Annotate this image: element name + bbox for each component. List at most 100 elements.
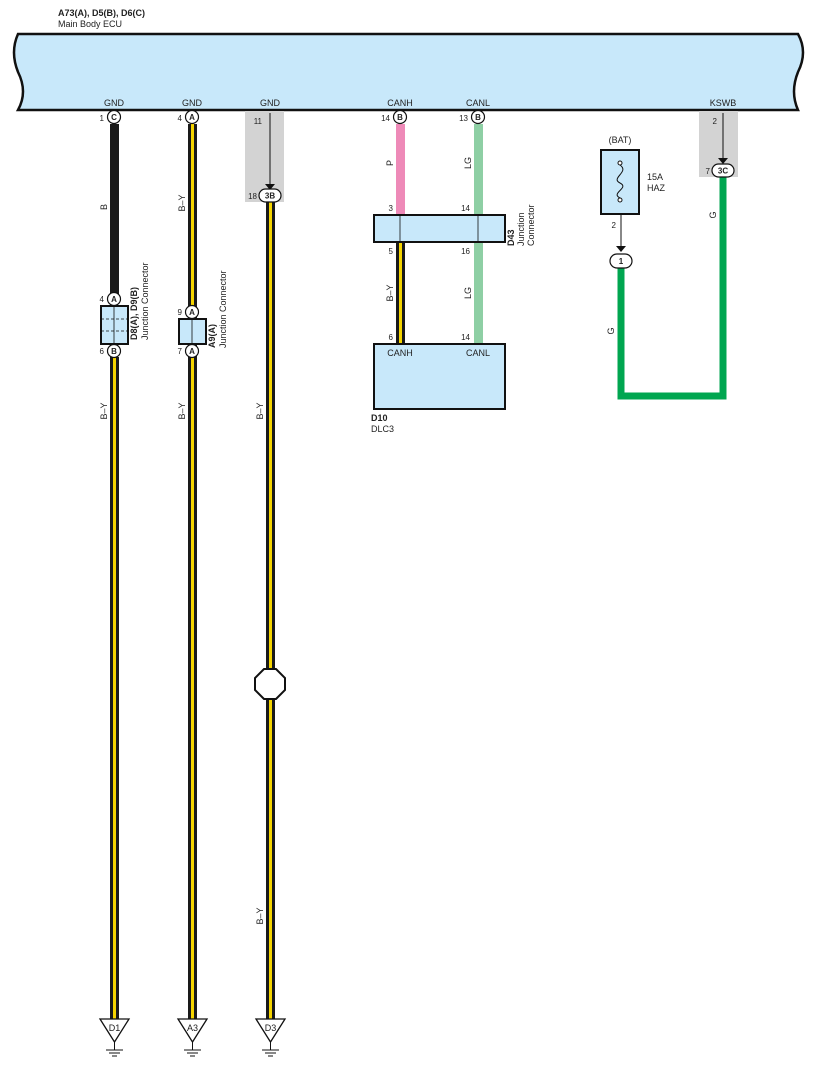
d43-pin-out-l: 16 xyxy=(461,247,470,256)
a9-bottom-pin: 7 xyxy=(178,347,183,356)
wire-color-b: B xyxy=(99,204,109,210)
d8-top-pin: 4 xyxy=(100,295,105,304)
fuse-source-label: (BAT) xyxy=(609,135,632,145)
d8-bottom-pin: 6 xyxy=(100,347,105,356)
fuse-pin-out: 2 xyxy=(612,221,617,230)
fuse-terminal-bottom xyxy=(617,197,623,203)
ground-d1: D1 xyxy=(98,1018,131,1057)
gray-band-gnd xyxy=(245,111,284,202)
d43-pin-in-l: 14 xyxy=(461,204,470,213)
splice-point-octagon xyxy=(254,668,286,700)
ecu-pin-canh: 14 xyxy=(381,114,390,123)
arrow-3b xyxy=(265,184,275,190)
d43-pin-in-h: 3 xyxy=(389,204,394,213)
junction-d8-label: D8(A), D9(B) xyxy=(129,287,139,340)
wire-by-1-stripe xyxy=(113,357,116,1019)
fuse-rating-label: 15A xyxy=(647,172,663,182)
inline-connector-3b: 3B xyxy=(258,188,282,203)
junction-d8-name: Junction Connector xyxy=(140,262,150,340)
wire-by-3-stripe xyxy=(269,202,272,1019)
svg-text:A: A xyxy=(189,113,195,122)
svg-text:A: A xyxy=(189,347,195,356)
svg-text:3B: 3B xyxy=(265,192,275,201)
dlc-pin-h: 6 xyxy=(389,333,394,342)
dlc-name-label: DLC3 xyxy=(371,424,394,434)
svg-text:A3: A3 xyxy=(187,1023,198,1033)
junction-d43-label: D43 xyxy=(506,229,516,246)
junction-d8-box xyxy=(100,305,129,345)
d43-pin-out-h: 5 xyxy=(389,247,394,256)
ecu-connector-2: A xyxy=(184,109,200,125)
svg-text:C: C xyxy=(111,113,117,122)
wire-color-by-1: B–Y xyxy=(99,402,109,419)
ecu-connector-1: C xyxy=(106,109,122,125)
fuse-terminal-top xyxy=(617,160,623,166)
inline-3b-pin: 18 xyxy=(248,192,257,201)
signal-label-gnd-1: GND xyxy=(104,98,125,108)
junction-d43-name-1: Junction xyxy=(516,212,526,246)
wire-pink-canh xyxy=(396,124,405,215)
wire-color-by-2a: B–Y xyxy=(177,194,187,211)
wire-black-1 xyxy=(110,124,119,299)
wire-color-p: P xyxy=(385,160,395,166)
dlc-pin-l: 14 xyxy=(461,333,470,342)
fuse-element-icon xyxy=(616,164,624,199)
ground-a3: A3 xyxy=(176,1018,209,1057)
ecu-pin-canl: 13 xyxy=(459,114,468,123)
ground-d3: D3 xyxy=(254,1018,287,1057)
svg-text:A: A xyxy=(189,308,195,317)
fuse-connector-1: 1 xyxy=(609,253,633,269)
junction-d43-box xyxy=(373,214,506,243)
d8-connector-top: A xyxy=(106,291,122,307)
junction-d43-name-2: Connector xyxy=(526,204,536,246)
inline-connector-3c: 3C xyxy=(711,163,735,178)
junction-a9-box xyxy=(178,318,207,345)
svg-text:3C: 3C xyxy=(718,167,728,176)
ecu-pin-3: 11 xyxy=(254,117,263,126)
wire-color-by-3b: B–Y xyxy=(255,907,265,924)
wire-by-2-stripe xyxy=(191,124,194,1019)
wire-color-lg-top: LG xyxy=(463,157,473,169)
arrow-3c xyxy=(718,158,728,164)
junction-a9-label: A9(A) xyxy=(207,324,217,348)
wire-lg-canl-top xyxy=(474,124,483,215)
signal-label-canl: CANL xyxy=(466,98,490,108)
wire-color-by-2b: B–Y xyxy=(177,402,187,419)
signal-label-kswb: KSWB xyxy=(710,98,737,108)
ecu-pin-2: 4 xyxy=(178,114,183,123)
ecu-id-label: A73(A), D5(B), D6(C) xyxy=(58,8,145,18)
fuse-name-label: HAZ xyxy=(647,183,666,193)
junction-a9-name: Junction Connector xyxy=(218,270,228,348)
ecu-connector-canh: B xyxy=(392,109,408,125)
svg-text:B: B xyxy=(475,113,481,122)
dlc3-box xyxy=(373,343,506,410)
wire-color-by-canh: B–Y xyxy=(385,284,395,301)
ecu-pin-kswb: 2 xyxy=(713,117,718,126)
signal-label-canh: CANH xyxy=(387,98,413,108)
a9-connector-bottom: A xyxy=(184,343,200,359)
svg-text:A: A xyxy=(111,295,117,304)
ecu-connector-canl: B xyxy=(470,109,486,125)
ecu-pin-1: 1 xyxy=(100,114,105,123)
ecu-name-label: Main Body ECU xyxy=(58,19,122,29)
signal-label-gnd-3: GND xyxy=(260,98,281,108)
svg-text:1: 1 xyxy=(619,257,624,266)
fuse-arrow xyxy=(616,246,626,252)
dlc-label-canl: CANL xyxy=(466,348,490,358)
svg-text:D1: D1 xyxy=(109,1023,121,1033)
main-body-ecu-box xyxy=(12,32,805,112)
svg-text:D3: D3 xyxy=(265,1023,277,1033)
svg-text:B: B xyxy=(111,347,117,356)
inline-3c-pin: 7 xyxy=(706,167,711,176)
wire-color-g-left: G xyxy=(606,327,616,334)
wire-color-by-3a: B–Y xyxy=(255,402,265,419)
d8-connector-bottom: B xyxy=(106,343,122,359)
wire-green-kswb xyxy=(617,177,727,400)
wire-by-canh-stripe xyxy=(399,242,402,344)
svg-text:B: B xyxy=(397,113,403,122)
signal-label-gnd-2: GND xyxy=(182,98,203,108)
wire-color-g-right: G xyxy=(708,211,718,218)
dlc-id-label: D10 xyxy=(371,413,388,423)
dlc-label-canh: CANH xyxy=(387,348,413,358)
